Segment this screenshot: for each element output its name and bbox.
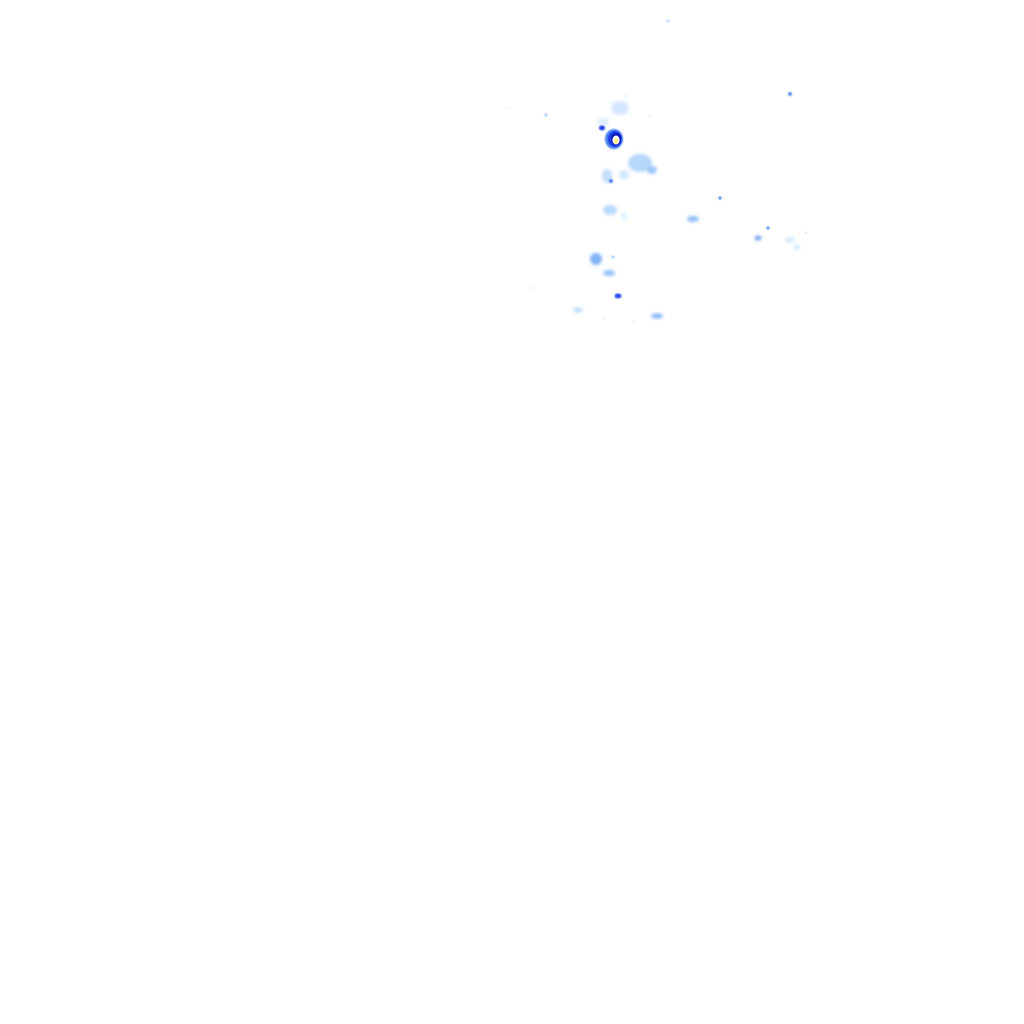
echo-cell [647, 166, 657, 174]
echo-speck [544, 113, 548, 117]
echo-cell [597, 118, 609, 126]
core-yellow [614, 138, 618, 144]
echo-cell [603, 270, 615, 276]
echo-speck [609, 179, 613, 183]
echo-speck [624, 94, 628, 98]
echo-speck [718, 196, 722, 200]
echo-speckles [506, 19, 808, 322]
echo-speck [788, 92, 792, 96]
echo-cell [619, 170, 629, 180]
echo-cell [687, 216, 699, 222]
echo-cell [602, 169, 612, 183]
echo-speck [766, 226, 770, 230]
echo-cell [590, 253, 602, 265]
echo-cell [621, 213, 627, 219]
echo-cell [754, 235, 762, 241]
echo-cell [651, 313, 663, 319]
echo-speck [614, 293, 622, 299]
echo-speck [611, 255, 615, 259]
echo-cell [573, 307, 583, 313]
echo-cell [785, 237, 795, 243]
echo-cell [611, 101, 629, 115]
echo-speck [633, 320, 635, 322]
echo-speck [602, 317, 604, 319]
echo-speck [599, 125, 605, 131]
echo-cell [603, 205, 617, 215]
echo-cell [794, 244, 800, 250]
echo-speck [666, 19, 670, 23]
echo-speck [506, 107, 508, 109]
echo-cell [628, 154, 652, 172]
echo-speck [532, 287, 534, 289]
light-echo-cluster [573, 101, 800, 319]
echo-speck [648, 114, 652, 118]
echo-speck [804, 231, 808, 235]
storm-core [605, 129, 623, 149]
